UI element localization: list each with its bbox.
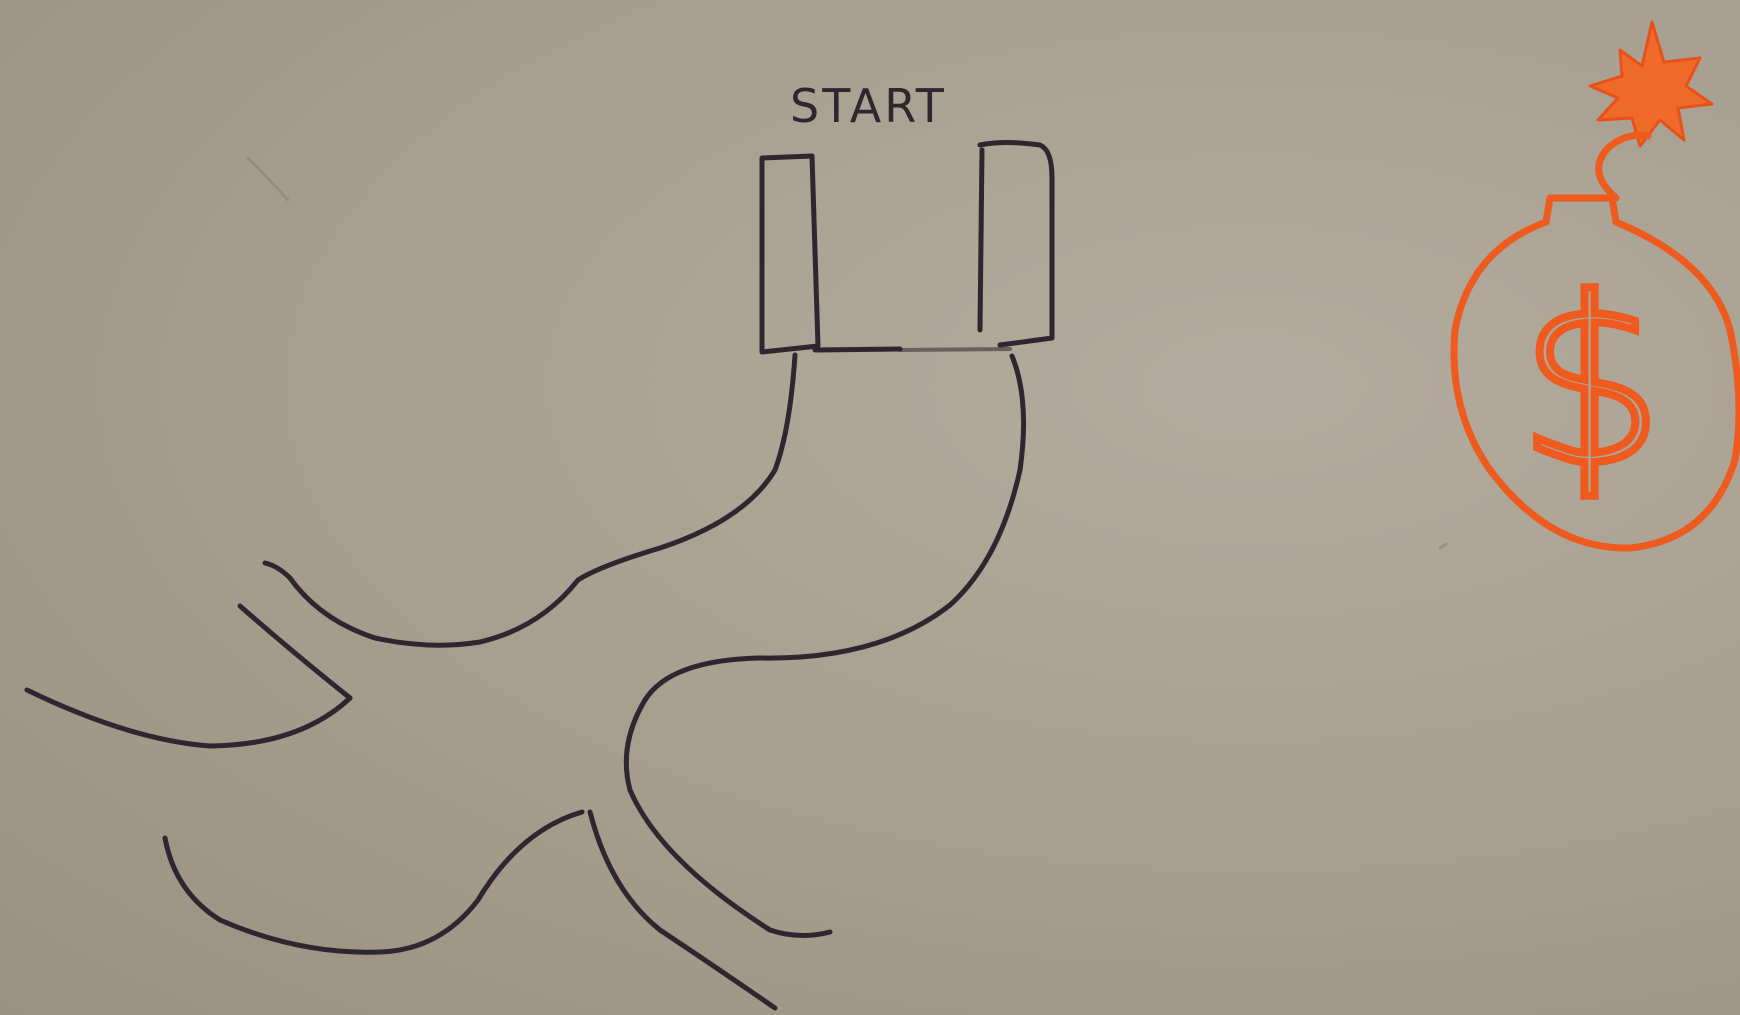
smudge-mark	[248, 158, 288, 200]
spark-icon	[1590, 22, 1712, 146]
dollar-sign: $	[1518, 250, 1664, 517]
left-path	[27, 355, 795, 746]
start-box	[762, 143, 1052, 353]
right-path	[165, 356, 1024, 1008]
smudge-mark	[1440, 544, 1446, 548]
start-label: START	[790, 79, 947, 133]
money-bomb-icon: $	[1454, 22, 1739, 548]
